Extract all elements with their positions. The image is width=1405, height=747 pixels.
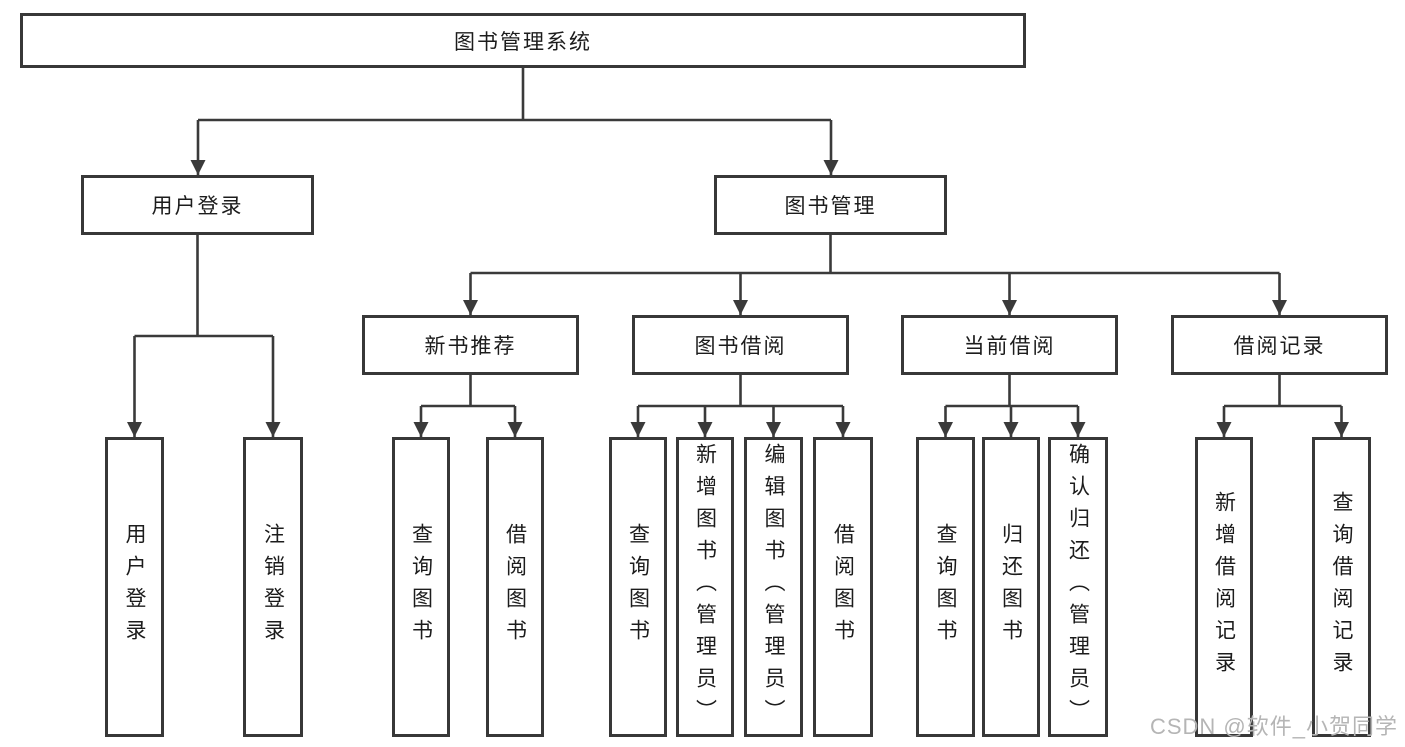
node-leaf-borrow-books: 借阅图书 [813,437,873,737]
node-leaf-recommend-query-books-label: 查询图书 [409,523,433,651]
node-level2-book-management: 图书管理 [714,175,947,235]
node-leaf-confirm-return-admin-label: 确认归还（管理员） [1066,443,1090,731]
node-level3-new-book-recommend-label: 新书推荐 [424,335,517,358]
node-leaf-borrow-query-books: 查询图书 [609,437,667,737]
node-leaf-user-login: 用户登录 [105,437,164,737]
node-level2-user-login: 用户登录 [81,175,314,235]
node-leaf-query-borrow-record-label: 查询借阅记录 [1330,491,1353,683]
node-level3-book-borrow-label: 图书借阅 [694,335,787,358]
node-leaf-logout: 注销登录 [243,437,303,737]
node-leaf-add-borrow-record: 新增借阅记录 [1195,437,1253,737]
csdn-watermark: CSDN @软件_小贺同学 [1149,714,1398,739]
node-level3-borrow-records: 借阅记录 [1171,315,1388,375]
node-leaf-current-query-books-label: 查询图书 [934,523,957,651]
node-root-label: 图书管理系统 [454,30,592,54]
node-leaf-user-login-label: 用户登录 [123,523,146,651]
node-leaf-borrow-query-books-label: 查询图书 [626,523,650,651]
node-leaf-add-borrow-record-label: 新增借阅记录 [1212,491,1236,683]
node-root: 图书管理系统 [20,13,1026,68]
node-leaf-recommend-query-books: 查询图书 [392,437,450,737]
node-level3-new-book-recommend: 新书推荐 [362,315,579,375]
node-level3-current-borrow-label: 当前借阅 [963,335,1056,358]
node-leaf-add-books-admin: 新增图书（管理员） [676,437,734,737]
node-level2-book-management-label: 图书管理 [784,195,877,218]
node-leaf-recommend-borrow-books-label: 借阅图书 [503,523,527,651]
node-leaf-query-borrow-record: 查询借阅记录 [1312,437,1371,737]
node-leaf-recommend-borrow-books: 借阅图书 [486,437,544,737]
node-leaf-logout-label: 注销登录 [261,523,285,651]
node-leaf-edit-books-admin-label: 编辑图书（管理员） [762,443,785,731]
node-leaf-confirm-return-admin: 确认归还（管理员） [1048,437,1108,737]
node-level3-borrow-records-label: 借阅记录 [1233,335,1326,358]
node-leaf-return-books: 归还图书 [982,437,1040,737]
node-level3-current-borrow: 当前借阅 [901,315,1118,375]
node-level3-book-borrow: 图书借阅 [632,315,849,375]
node-leaf-return-books-label: 归还图书 [999,523,1023,651]
node-level2-user-login-label: 用户登录 [151,195,244,218]
node-leaf-edit-books-admin: 编辑图书（管理员） [744,437,803,737]
node-leaf-add-books-admin-label: 新增图书（管理员） [693,443,717,731]
node-leaf-borrow-books-label: 借阅图书 [831,523,855,651]
node-leaf-current-query-books: 查询图书 [916,437,975,737]
